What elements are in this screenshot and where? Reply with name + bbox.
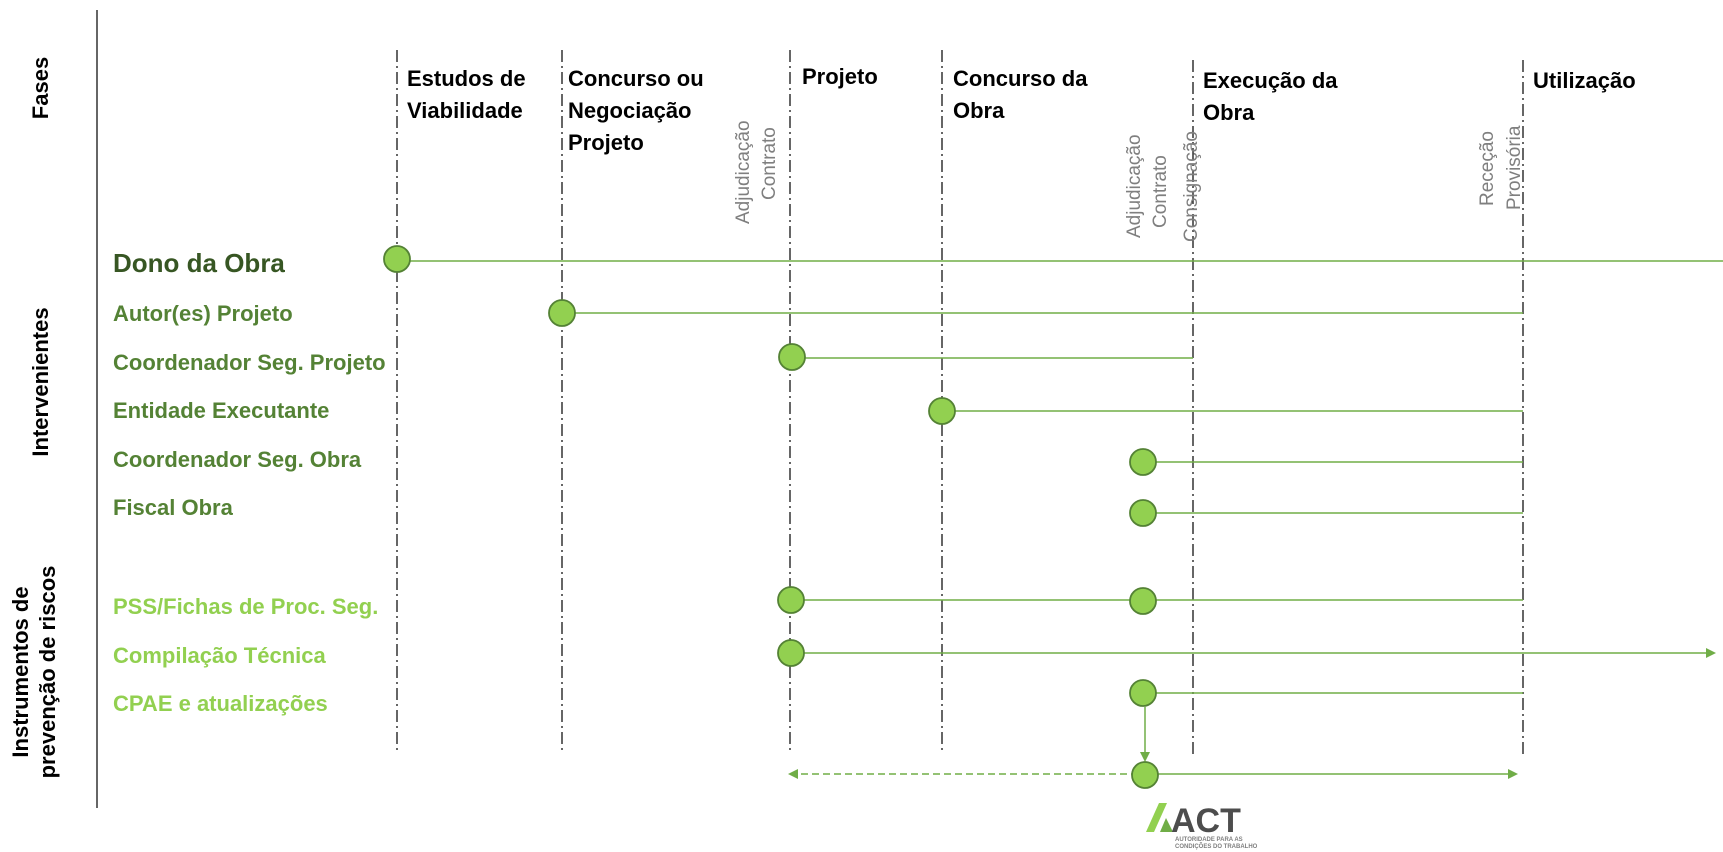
act-logo-tagline-line1: AUTORIDADE PARA AS xyxy=(1175,837,1243,843)
timeline-lines xyxy=(397,260,1723,779)
node-inspector-start xyxy=(1129,499,1157,527)
node-owner-start xyxy=(383,245,411,273)
side-label-instruments-line1: Instrumentos de xyxy=(8,586,33,757)
phase-6-line1: Utilização xyxy=(1533,68,1636,93)
actor-designers: Autor(es) Projeto xyxy=(113,301,293,326)
act-logo: ACT AUTORIDADE PARA AS CONDIÇÕES DO TRAB… xyxy=(1146,802,1258,850)
actor-design-safety-coordinator: Coordenador Seg. Projeto xyxy=(113,350,386,375)
node-design-safety-coordinator-start xyxy=(778,343,806,371)
node-pss-site xyxy=(1129,587,1157,615)
milestone-1-line2: Contrato xyxy=(759,127,780,200)
phase-dividers xyxy=(396,50,1524,758)
milestone-3-line2: Provisória xyxy=(1504,125,1525,210)
node-pss-project xyxy=(777,586,805,614)
instrument-pss: PSS/Fichas de Proc. Seg. xyxy=(113,594,378,619)
node-designers-start xyxy=(548,299,576,327)
actor-owner: Dono da Obra xyxy=(113,248,285,278)
side-label-instruments-line2: prevenção de riscos xyxy=(35,566,60,779)
phase-1-line1: Estudos de xyxy=(407,66,526,91)
instrument-cpae: CPAE e atualizações xyxy=(113,691,328,716)
side-label-actors: Intervenientes xyxy=(28,307,53,456)
phase-2-line3: Projeto xyxy=(568,130,644,155)
instrument-technical-compilation: Compilação Técnica xyxy=(113,643,327,668)
milestone-1-line1: Adjudicação xyxy=(733,120,754,224)
node-site-safety-coordinator-start xyxy=(1129,448,1157,476)
milestone-3-line1: Receção xyxy=(1477,131,1498,206)
side-label-phases: Fases xyxy=(28,57,53,119)
node-cpae-start xyxy=(1129,679,1157,707)
phase-3-line1: Projeto xyxy=(802,64,878,89)
phase-1-line2: Viabilidade xyxy=(407,98,523,123)
phase-4-line2: Obra xyxy=(953,98,1005,123)
act-logo-tagline-line2: CONDIÇÕES DO TRABALHO xyxy=(1175,843,1258,850)
milestone-2-line1: Adjudicação xyxy=(1124,134,1145,238)
node-bottom-center xyxy=(1131,761,1159,789)
act-logo-mark xyxy=(1146,803,1167,832)
actor-contractor: Entidade Executante xyxy=(113,398,329,423)
actor-inspector: Fiscal Obra xyxy=(113,495,234,520)
phase-4-line1: Concurso da xyxy=(953,66,1088,91)
phase-2-line1: Concurso ou xyxy=(568,66,704,91)
act-logo-name: ACT xyxy=(1171,802,1241,840)
phase-2-line2: Negociação xyxy=(568,98,692,123)
milestone-2-line3: Consignação xyxy=(1181,131,1202,242)
node-contractor-start xyxy=(928,397,956,425)
node-technical-compilation-start xyxy=(777,639,805,667)
actor-site-safety-coordinator: Coordenador Seg. Obra xyxy=(113,447,362,472)
phase-5-line1: Execução da xyxy=(1203,68,1338,93)
timeline-nodes xyxy=(383,245,1159,789)
milestone-2-line2: Contrato xyxy=(1150,155,1171,228)
act-logo-mark-2 xyxy=(1160,818,1173,832)
phase-5-line2: Obra xyxy=(1203,100,1255,125)
